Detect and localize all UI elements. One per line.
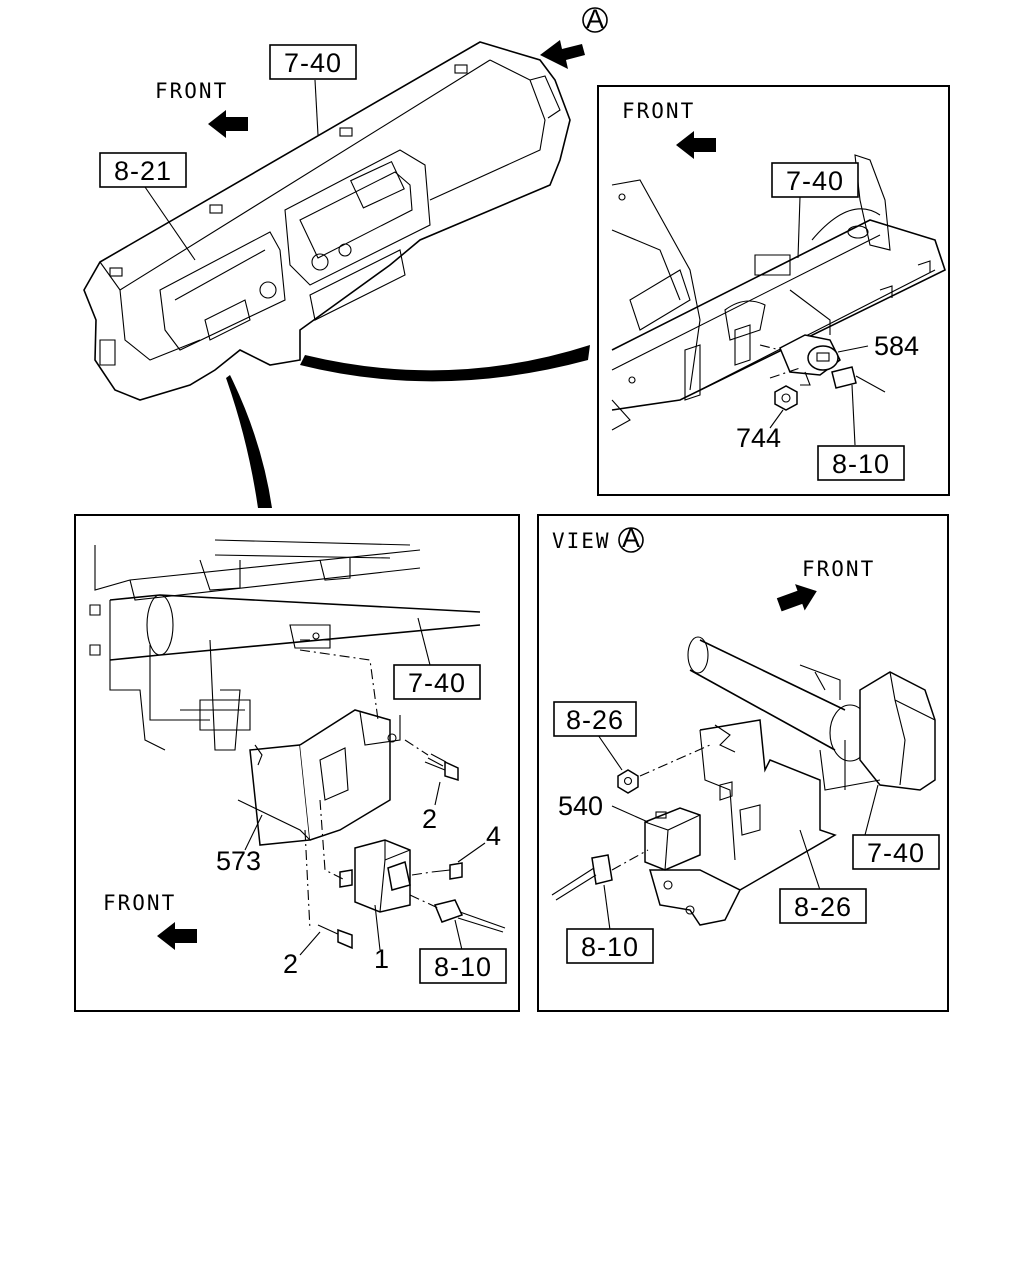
part-2-lower: 2 [283, 949, 298, 979]
view-a-front-label: FRONT [802, 557, 875, 581]
detail-panel-controller: 7-40 2 4 573 FRONT 2 1 8-10 [74, 514, 520, 1012]
callout-pointer-down [226, 375, 272, 508]
ref-7-40-view-a: 7-40 [867, 838, 925, 868]
part-584: 584 [874, 331, 919, 361]
ref-7-40-overview: 7-40 [284, 48, 342, 78]
ref-8-10-controller: 8-10 [434, 952, 492, 982]
bolt-2-lower-part [317, 924, 353, 950]
view-label: VIEW [552, 529, 611, 553]
view-a-marker-detail: A [618, 523, 644, 553]
ref-8-10-view-a: 8-10 [581, 932, 639, 962]
view-a-detail-letter: A [622, 523, 640, 553]
module-540-part [644, 807, 701, 871]
ref-8-26-bracket: 8-26 [794, 892, 852, 922]
bolt-2-upper-part [424, 753, 459, 782]
bracket-573-part [237, 709, 401, 846]
overview-instrument-panel: A FRONT [83, 4, 608, 508]
key-switch-part [779, 334, 886, 393]
part-744: 744 [736, 423, 781, 453]
connector-8-10-part [433, 899, 506, 933]
part-573: 573 [216, 846, 261, 876]
controller-front-label: FRONT [103, 891, 176, 915]
ref-8-21-overview: 8-21 [114, 156, 172, 186]
key-switch-front-label: FRONT [622, 99, 695, 123]
ref-8-10-key-switch: 8-10 [832, 449, 890, 479]
connector-view-a-part [551, 854, 613, 901]
part-2-upper: 2 [422, 804, 437, 834]
view-a-frame-drawing [687, 636, 936, 791]
front-arrow-icon [776, 584, 817, 612]
view-a-letter: A [586, 4, 604, 34]
front-arrow-icon [208, 110, 248, 138]
bracket-8-26-part [649, 719, 837, 926]
screw-4-part [431, 862, 463, 880]
part-1: 1 [374, 944, 389, 974]
nut-8-26-part [617, 769, 639, 794]
ref-8-26-nut: 8-26 [566, 705, 624, 735]
ref-7-40-key-switch: 7-40 [786, 166, 844, 196]
callout-pointer-right [300, 345, 590, 382]
front-arrow-icon [676, 131, 716, 159]
part-4: 4 [486, 821, 501, 851]
front-arrow-icon [157, 922, 197, 950]
detail-panel-key-switch: FRONT [597, 85, 950, 496]
nut-744-part [774, 385, 798, 411]
frame-drawing [611, 154, 946, 431]
view-a-marker: A [582, 4, 608, 34]
dash-frame-drawing [89, 539, 481, 751]
overview-front-label: FRONT [155, 79, 228, 103]
unit-1-part [339, 839, 411, 913]
dashboard-drawing [83, 41, 571, 401]
detail-panel-view-a: VIEW A FRONT [537, 514, 949, 1012]
ref-7-40-controller: 7-40 [408, 668, 466, 698]
view-a-arrow-icon [540, 40, 585, 69]
part-540: 540 [558, 791, 603, 821]
